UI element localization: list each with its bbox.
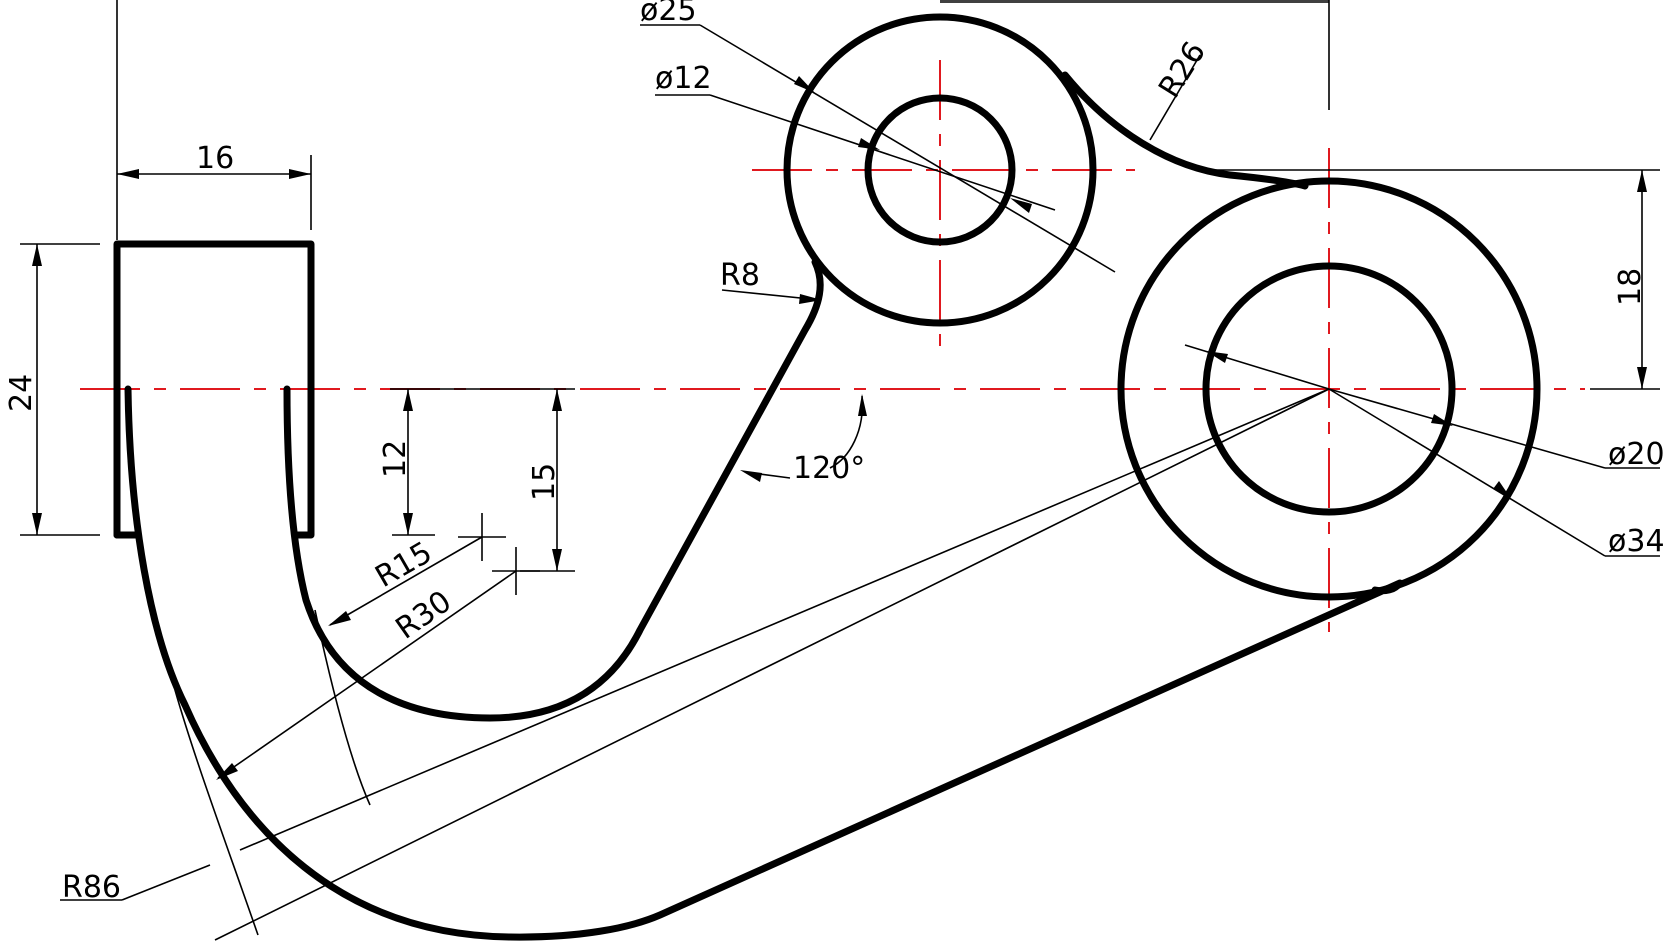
hook-outer-edge [124,385,1404,941]
dim-radius-26: R26 [1152,36,1213,105]
dim-angle-120: 120° [793,451,865,486]
large-boss-hole [1202,262,1456,516]
dim-radius-86: R86 [62,870,121,905]
dim-radius-8: R8 [720,258,760,293]
dim-radius-15: R15 [370,535,439,595]
dim-radius-30: R30 [390,584,458,647]
dim-offset-15: 15 [527,463,562,501]
dim-width-16: 16 [196,141,234,176]
dim-dia-20: ø20 [1608,437,1665,472]
small-boss-outer-circle [783,13,1097,327]
r26-connecting-arc [1061,71,1309,190]
dim-height-24: 24 [4,374,39,412]
dim-dia-12: ø12 [655,61,712,96]
center-lines [80,60,1585,632]
small-boss-hole [864,94,1016,246]
dim-offset-12: 12 [378,440,413,478]
hook-inner-edge [283,258,824,722]
rect-block-outline [113,240,315,539]
dim-dia-34: ø34 [1608,524,1665,559]
dimension-geometry [20,0,1660,941]
dim-dia-25: ø25 [640,0,697,28]
part-outline [113,13,1541,941]
large-boss-outer-circle [1117,177,1541,601]
dim-offset-18: 18 [1613,268,1648,306]
